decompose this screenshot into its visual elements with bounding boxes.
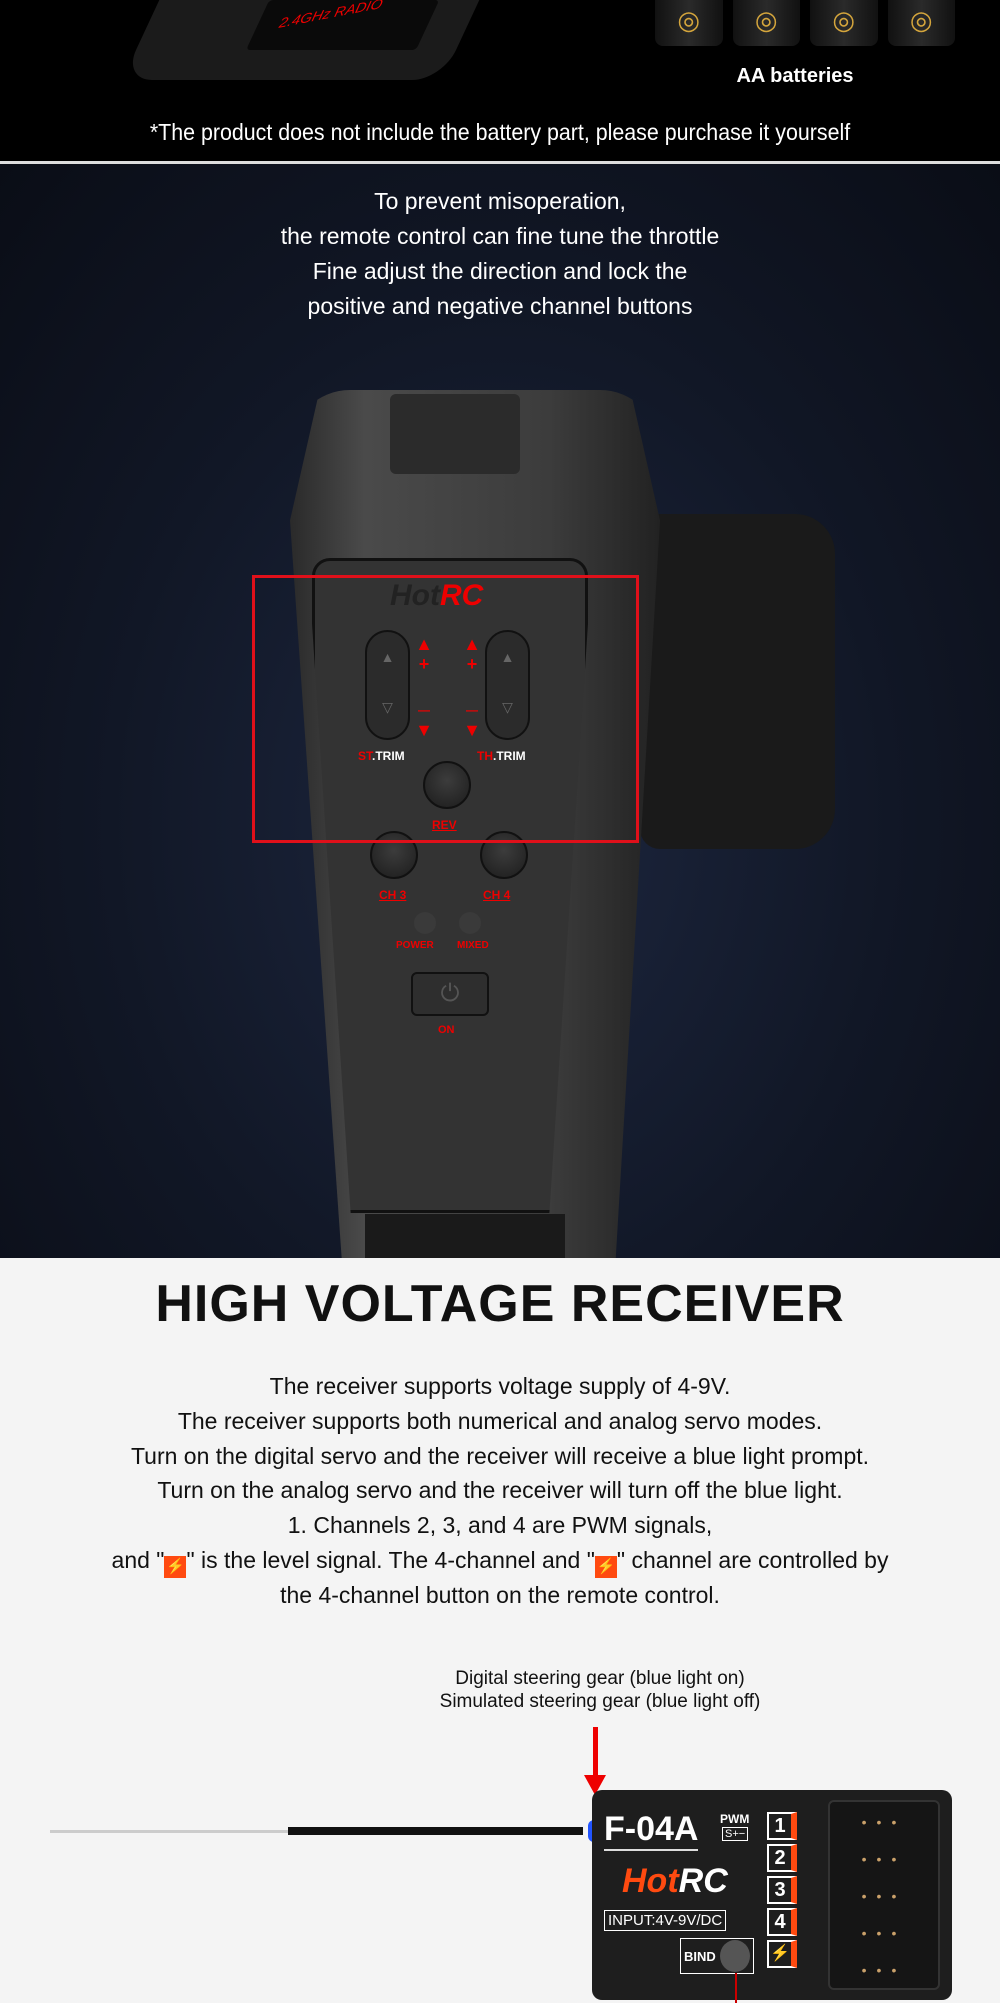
intro-line: Fine adjust the direction and lock the — [312, 258, 688, 284]
channel-2: 2 — [767, 1844, 797, 1872]
battery-icon: ◎ — [732, 0, 800, 46]
bind-button-area — [680, 1938, 754, 1974]
lightning-icon: ⚡ — [164, 1556, 187, 1578]
power-led — [414, 912, 436, 934]
battery-icon: ◎ — [887, 0, 955, 46]
pwm-label: PWM — [720, 1812, 750, 1826]
disclaimer: *The product does not include the batter… — [149, 119, 851, 145]
handle — [365, 1214, 565, 1258]
power-button[interactable]: ⏻ — [411, 972, 489, 1016]
on-label: ON — [438, 1024, 455, 1036]
description-line: 1. Channels 2, 3, and 4 are PWM signals, — [287, 1512, 713, 1538]
up-arrow-icon: ▲ — [415, 634, 433, 654]
receiver-logo: HotRC — [622, 1862, 728, 1900]
rev-button[interactable] — [423, 761, 471, 809]
lightning-icon: ⚡ — [767, 1940, 797, 1968]
callout-line: Simulated steering gear (blue light off) — [439, 1691, 761, 1712]
description-line: the 4-channel button on the remote contr… — [280, 1582, 720, 1608]
receiver: F-04A PWM S+− HotRC INPUT:4V-9V/DC BIND … — [592, 1790, 952, 2000]
mixed-label: MIXED — [457, 940, 489, 951]
up-arrow-icon: ▲ — [463, 634, 481, 654]
battery-icon: ◎ — [655, 0, 723, 46]
model-label: F-04A — [604, 1810, 699, 1851]
st-trim-label: ST.TRIM — [358, 749, 405, 763]
battery-section: 2.4GHz RADIO ◎ ◎ ◎ ◎ AA batteries *The p… — [0, 0, 1000, 161]
channel-1: 1 — [767, 1812, 797, 1840]
batteries-image: ◎ ◎ ◎ ◎ — [655, 0, 955, 46]
channel-3: 3 — [767, 1876, 797, 1904]
intro-line: positive and negative channel buttons — [307, 293, 693, 319]
description-line: Turn on the digital servo and the receiv… — [130, 1443, 870, 1469]
transmitter-image: 2.4GHz RADIO — [122, 0, 498, 80]
control-panel — [312, 558, 588, 1213]
th-trim-markers: ▲+—▼ — [463, 634, 481, 740]
lightning-icon: ⚡ — [594, 1556, 617, 1578]
pin-header: ••••••••••••••• — [828, 1800, 940, 1990]
description-line: The receiver supports voltage supply of … — [269, 1373, 731, 1399]
st-trim-markers: ▲+—▼ — [415, 634, 433, 740]
section-title: HIGH VOLTAGE RECEIVER — [155, 1275, 845, 1333]
channel-labels: 1 2 3 4 ⚡ — [767, 1812, 797, 1968]
highlight-box — [252, 575, 639, 843]
steering-wheel — [640, 514, 835, 849]
callout-line: Digital steering gear (blue light on) — [455, 1668, 745, 1689]
batteries-label: AA batteries — [736, 65, 854, 87]
st-trim-switch[interactable]: ▲▽ — [365, 630, 410, 740]
antenna-wire — [50, 1830, 290, 1833]
power-label: POWER — [396, 940, 434, 951]
intro-line: the remote control can fine tune the thr… — [280, 223, 720, 249]
ch4-label: CH 4 — [483, 888, 511, 902]
th-trim-switch[interactable]: ▲▽ — [485, 630, 530, 740]
down-arrow-icon: ▼ — [415, 720, 433, 740]
receiver-section: HIGH VOLTAGE RECEIVER The receiver suppo… — [0, 1258, 1000, 2003]
brand-logo: HotRC — [390, 579, 484, 612]
intro-line: To prevent misoperation, — [374, 188, 626, 214]
input-label: INPUT:4V-9V/DC — [604, 1910, 727, 1931]
pin-label: S+− — [722, 1827, 749, 1841]
power-icon: ⏻ — [440, 980, 460, 1007]
battery-icon: ◎ — [810, 0, 878, 46]
bind-label: BIND — [684, 1949, 716, 1964]
down-arrow-icon: ▼ — [463, 720, 481, 740]
description-line: and "⚡" is the level signal. The 4-chann… — [0, 1547, 1000, 1578]
channel-4: 4 — [767, 1908, 797, 1936]
ch3-button[interactable] — [370, 831, 418, 879]
callout-arrow — [593, 1727, 598, 1777]
antenna-cable — [288, 1827, 583, 1835]
bind-button[interactable] — [720, 1940, 750, 1972]
remote-top — [390, 394, 520, 474]
description-line: The receiver supports both numerical and… — [177, 1408, 823, 1434]
ch3-label: CH 3 — [379, 888, 407, 902]
remote-section: To prevent misoperation, the remote cont… — [0, 164, 1000, 1260]
th-trim-label: TH.TRIM — [477, 749, 526, 763]
description-line: Turn on the analog servo and the receive… — [157, 1477, 843, 1503]
ch4-button[interactable] — [480, 831, 528, 879]
divider — [0, 161, 1000, 164]
rev-label: REV — [432, 818, 457, 832]
bind-pointer-line — [735, 1973, 737, 2003]
mixed-led — [459, 912, 481, 934]
